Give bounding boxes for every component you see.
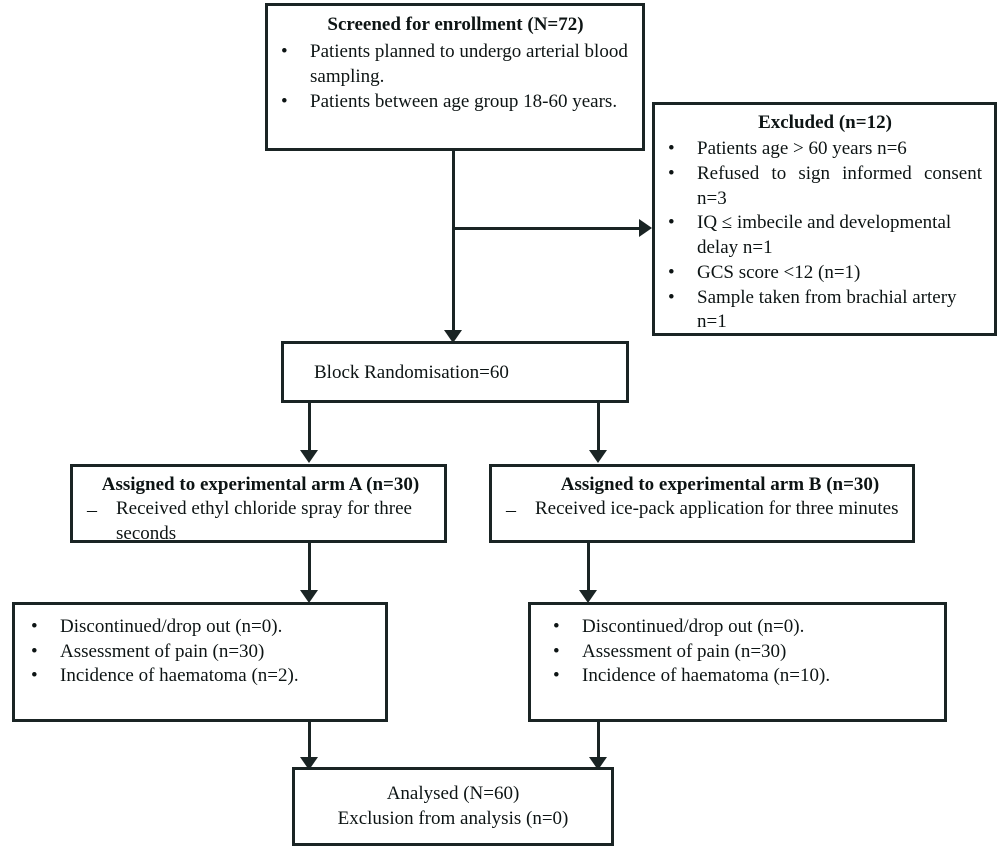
randomisation-label: Block Randomisation=60 xyxy=(314,362,509,383)
list-item-text: Assessment of pain (n=30) xyxy=(60,640,265,662)
list-item-text: Patients age > 60 years n=6 xyxy=(697,138,907,160)
list-item: • Sample taken from brachial artery n=1 xyxy=(668,286,982,335)
connector-outcome-b-to-analysed xyxy=(597,722,600,767)
node-arm-a: Assigned to experimental arm A (n=30) – … xyxy=(70,464,447,546)
list-item-text: Assessment of pain (n=30) xyxy=(582,640,787,662)
dash-bullet-icon: – xyxy=(506,499,516,522)
list-item-text: Incidence of haematoma (n=10). xyxy=(582,665,831,687)
connector-screened-to-randomisation xyxy=(452,150,455,334)
arm-a-bullet-list: – Received ethyl chloride spray for thre… xyxy=(87,497,434,546)
list-item: • Incidence of haematoma (n=2). xyxy=(31,664,373,689)
list-item: – Received ethyl chloride spray for thre… xyxy=(87,497,434,546)
analysed-line-2: Exclusion from analysis (n=0) xyxy=(337,807,569,829)
bullet-icon: • xyxy=(281,90,288,112)
dash-bullet-icon: – xyxy=(87,499,97,522)
connector-arm-b-to-outcome-b xyxy=(587,543,590,593)
bullet-icon: • xyxy=(553,665,560,687)
bullet-icon: • xyxy=(553,616,560,637)
list-item-text: IQ ≤ imbecile and developmental delay n=… xyxy=(697,212,952,259)
bullet-icon: • xyxy=(553,640,560,662)
screened-bullet-list: • Patients planned to undergo arterial b… xyxy=(281,40,630,114)
node-arm-b: Assigned to experimental arm B (n=30) – … xyxy=(489,464,915,543)
arrow-into-arm-a xyxy=(300,450,318,463)
list-item: • Incidence of haematoma (n=10). xyxy=(553,664,932,689)
list-item: • Discontinued/drop out (n=0). xyxy=(31,615,373,640)
arrow-into-outcome-b xyxy=(579,590,597,603)
list-item-text: Patients between age group 18-60 years. xyxy=(310,90,618,112)
connector-to-excluded xyxy=(452,227,640,230)
bullet-icon: • xyxy=(281,41,288,63)
list-item-text: Discontinued/drop out (n=0). xyxy=(60,616,283,637)
list-item-text: GCS score <12 (n=1) xyxy=(697,261,861,283)
list-item: • Refused to sign informed consent n=3 xyxy=(668,162,982,211)
connector-outcome-a-to-analysed xyxy=(308,722,311,767)
node-analysed: Analysed (N=60) Exclusion from analysis … xyxy=(292,767,614,846)
arm-b-bullet-list: – Received ice-pack application for thre… xyxy=(506,497,902,522)
node-block-randomisation: Block Randomisation=60 xyxy=(281,341,629,403)
list-item-text: Received ethyl chloride spray for three … xyxy=(116,498,412,545)
bullet-icon: • xyxy=(668,286,675,308)
list-item-text: Incidence of haematoma (n=2). xyxy=(60,665,299,687)
outcome-a-bullet-list: • Discontinued/drop out (n=0). • Assessm… xyxy=(31,615,373,689)
connector-arm-a-to-outcome-a xyxy=(308,543,311,593)
bullet-icon: • xyxy=(668,261,675,283)
list-item: • IQ ≤ imbecile and developmental delay … xyxy=(668,211,982,260)
bullet-icon: • xyxy=(31,640,38,662)
list-item-text: Received ice-pack application for three … xyxy=(535,498,899,520)
bullet-icon: • xyxy=(31,616,38,637)
outcome-b-bullet-list: • Discontinued/drop out (n=0). • Assessm… xyxy=(553,615,932,689)
arrow-into-arm-b xyxy=(589,450,607,463)
list-item: • Assessment of pain (n=30) xyxy=(31,640,373,665)
node-outcome-a: • Discontinued/drop out (n=0). • Assessm… xyxy=(12,602,388,722)
list-item-text: Sample taken from brachial artery n=1 xyxy=(697,286,957,333)
arrow-into-analysed-right xyxy=(589,757,607,770)
arrow-into-outcome-a xyxy=(300,590,318,603)
list-item: • Patients age > 60 years n=6 xyxy=(668,137,982,162)
list-item: • GCS score <12 (n=1) xyxy=(668,261,982,286)
list-item: – Received ice-pack application for thre… xyxy=(506,497,902,522)
arrow-into-analysed-left xyxy=(300,757,318,770)
connector-randomisation-to-arm-b xyxy=(597,403,600,453)
list-item: • Patients between age group 18-60 years… xyxy=(281,90,630,115)
list-item: • Patients planned to undergo arterial b… xyxy=(281,40,630,89)
node-screened-for-enrollment: Screened for enrollment (N=72) • Patient… xyxy=(265,3,645,151)
arm-a-title: Assigned to experimental arm A (n=30) xyxy=(101,474,420,495)
list-item-text: Refused to sign informed consent n=3 xyxy=(697,163,982,209)
arrow-into-randomisation xyxy=(444,330,462,343)
bullet-icon: • xyxy=(31,665,38,687)
arm-b-title: Assigned to experimental arm B (n=30) xyxy=(560,474,880,495)
excluded-title: Excluded (n=12) xyxy=(758,112,892,133)
list-item: • Discontinued/drop out (n=0). xyxy=(553,615,932,640)
connector-randomisation-to-arm-a xyxy=(308,403,311,453)
list-item-text: Patients planned to undergo arterial blo… xyxy=(310,41,628,88)
list-item-text: Discontinued/drop out (n=0). xyxy=(582,616,805,637)
bullet-icon: • xyxy=(668,138,675,160)
arrow-into-excluded xyxy=(639,219,652,237)
screened-title: Screened for enrollment (N=72) xyxy=(327,14,584,35)
bullet-icon: • xyxy=(668,212,675,234)
node-excluded: Excluded (n=12) • Patients age > 60 year… xyxy=(652,102,997,336)
bullet-icon: • xyxy=(668,163,675,185)
list-item: • Assessment of pain (n=30) xyxy=(553,640,932,665)
node-outcome-b: • Discontinued/drop out (n=0). • Assessm… xyxy=(528,602,947,722)
excluded-bullet-list: • Patients age > 60 years n=6 • Refused … xyxy=(668,137,982,335)
analysed-line-1: Analysed (N=60) xyxy=(386,783,520,804)
